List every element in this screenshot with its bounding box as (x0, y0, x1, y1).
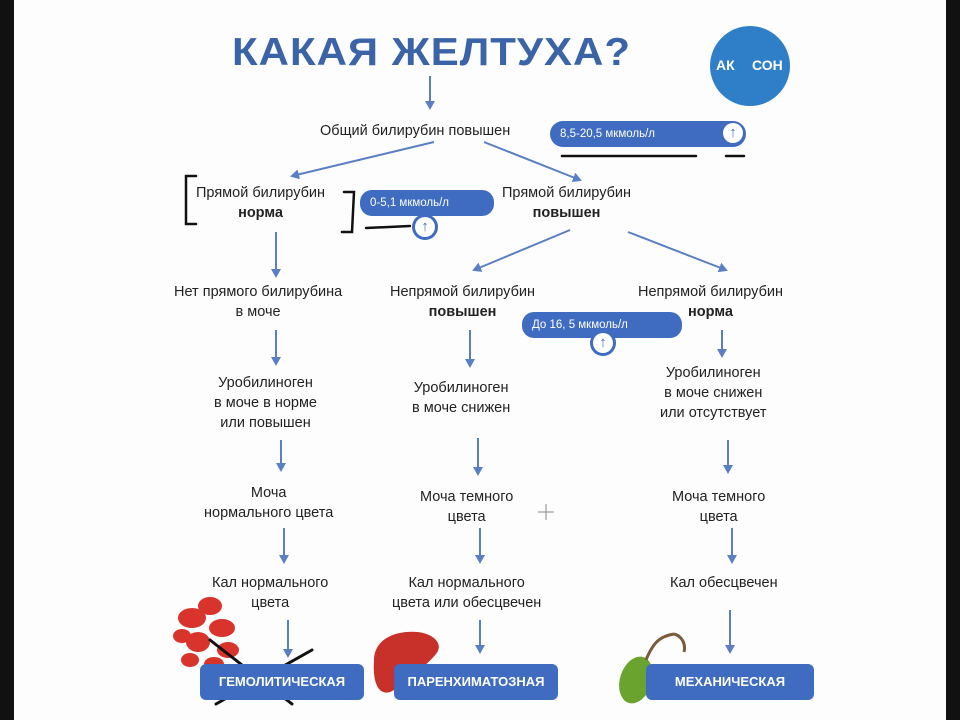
node-urobilinogen-1-line2: в моче в норме (214, 395, 317, 411)
node-stool-1: Кал нормального цвета (212, 573, 328, 613)
akson-logo: АК СОН (710, 26, 790, 106)
node-urobilinogen-1-line3: или повышен (220, 415, 311, 431)
type-hemolytic-label: ГЕМОЛИТИЧЕСКАЯ (218, 674, 346, 689)
node-indirect-high-line2: повышен (428, 304, 497, 320)
diagram-canvas: КАКАЯ ЖЕЛТУХА? АК СОН (14, 0, 946, 720)
pill-direct-range: 0-5,1 мкмоль/л (360, 190, 494, 216)
up-arrow-icon: ↑ (723, 123, 743, 143)
node-stool-2-line1: Кал нормального (408, 575, 525, 591)
node-no-direct-urine: Нет прямого билирубина в моче (174, 282, 342, 322)
pill-indirect-up: ↑ (590, 330, 616, 356)
node-indirect-high: Непрямой билирубин повышен (390, 282, 535, 322)
node-urobilinogen-3-line2: в моче снижен (664, 385, 763, 401)
gallbladder-illustration (619, 632, 686, 704)
up-arrow-icon: ↑ (593, 333, 613, 353)
liver-illustration (373, 631, 439, 693)
node-urine-2: Моча темного цвета (420, 487, 513, 527)
type-hemolytic: ГЕМОЛИТИЧЕСКАЯ (200, 664, 364, 700)
pill-direct-up: ↑ (412, 214, 438, 240)
node-no-direct-urine-line2: в моче (235, 304, 281, 320)
annotation-bracket-left (184, 174, 198, 226)
node-urine-3-line2: цвета (699, 509, 738, 525)
node-total-bilirubin-text: Общий билирубин повышен (320, 123, 511, 139)
arrow-total-to-direct-normal (290, 141, 435, 180)
node-urine-1: Моча нормального цвета (204, 483, 333, 523)
annotation-bracket-right (340, 190, 356, 234)
node-urobilinogen-1-line1: Уробилиноген (218, 375, 313, 391)
pill-direct-range-text: 0-5,1 мкмоль/л (370, 197, 450, 209)
pill-total-range: 8,5-20,5 мкмоль/л ↑ (550, 121, 746, 147)
arrow-direct-high-to-indirect-normal (627, 231, 728, 273)
node-urobilinogen-3-line3: или отсутствует (660, 405, 767, 421)
type-parenchymal: ПАРЕНХИМАТОЗНАЯ (394, 664, 558, 700)
logo-text-left: АК (716, 57, 735, 73)
type-mechanical: МЕХАНИЧЕСКАЯ (646, 664, 814, 700)
node-stool-2: Кал нормального цвета или обесцвечен (392, 573, 541, 613)
node-total-bilirubin: Общий билирубин повышен (320, 121, 510, 141)
logo-text-right: СОН (752, 57, 783, 73)
type-parenchymal-label: ПАРЕНХИМАТОЗНАЯ (407, 674, 545, 689)
node-urobilinogen-2-line1: Уробилиноген (413, 380, 509, 396)
node-direct-high: Прямой билирубин повышен (502, 183, 631, 223)
node-urobilinogen-2: Уробилиноген в моче снижен (412, 378, 510, 418)
node-indirect-normal: Непрямой билирубин норма (638, 282, 783, 322)
node-no-direct-urine-line1: Нет прямого билирубина (174, 284, 343, 300)
node-direct-normal-line1: Прямой билирубин (196, 185, 326, 201)
node-direct-normal-line2: норма (238, 205, 283, 221)
arrow-total-to-direct-high (483, 141, 582, 183)
arrow-direct-high-to-indirect-high (472, 229, 571, 272)
node-urobilinogen-2-line2: в моче снижен (412, 400, 511, 416)
node-urine-3-line1: Моча темного (672, 489, 766, 505)
node-urobilinogen-3-line1: Уробилиноген (665, 365, 761, 381)
node-direct-high-line1: Прямой билирубин (502, 185, 632, 201)
node-stool-1-line1: Кал нормального (212, 575, 329, 591)
red-blood-cells-illustration (173, 597, 239, 671)
node-direct-high-line2: повышен (532, 205, 601, 221)
node-urine-2-line1: Моча темного (420, 489, 514, 505)
node-indirect-high-line1: Непрямой билирубин (390, 284, 535, 300)
node-indirect-normal-line2: норма (688, 304, 733, 320)
node-urine-2-line2: цвета (447, 509, 486, 525)
node-stool-3-line1: Кал обесцвечен (670, 575, 778, 591)
node-stool-2-line2: цвета или обесцвечен (392, 595, 542, 611)
type-mechanical-label: МЕХАНИЧЕСКАЯ (674, 674, 786, 689)
annotation-underline-direct (364, 224, 412, 230)
pill-indirect-range-text: До 16, 5 мкмоль/л (532, 319, 628, 331)
node-urine-3: Моча темного цвета (672, 487, 765, 527)
node-direct-normal: Прямой билирубин норма (196, 183, 325, 223)
node-urine-1-line1: Моча (250, 485, 287, 501)
node-stool-3: Кал обесцвечен (670, 573, 778, 593)
node-indirect-normal-line1: Непрямой билирубин (638, 284, 783, 300)
node-urobilinogen-3: Уробилиноген в моче снижен или отсутству… (660, 363, 766, 423)
pill-total-range-text: 8,5-20,5 мкмоль/л (560, 128, 655, 140)
node-urobilinogen-1: Уробилиноген в моче в норме или повышен (214, 373, 317, 433)
connector-lines (173, 76, 746, 706)
node-stool-1-line2: цвета (251, 595, 290, 611)
node-urine-1-line2: нормального цвета (204, 505, 334, 521)
up-arrow-icon: ↑ (415, 217, 435, 237)
diagram-title: КАКАЯ ЖЕЛТУХА? (232, 29, 632, 74)
